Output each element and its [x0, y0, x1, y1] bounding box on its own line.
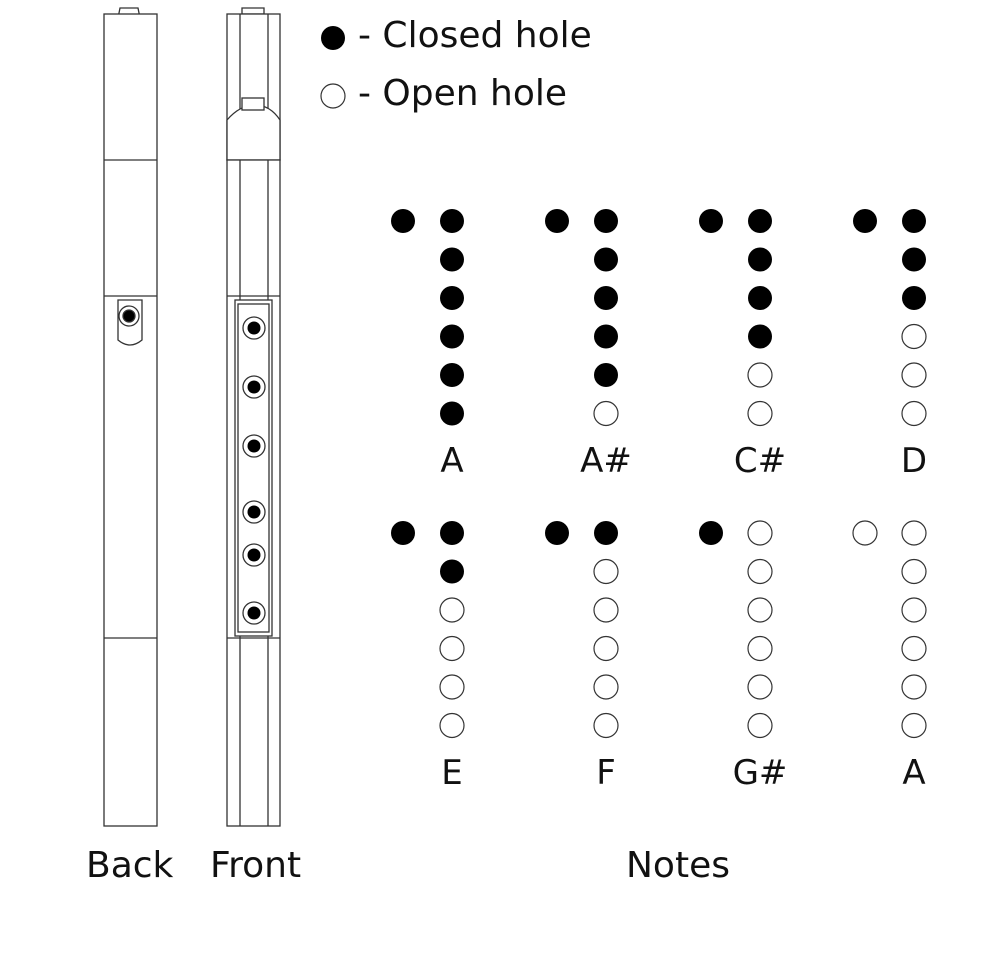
fingering-2: [545, 209, 619, 427]
finger-hole-4-open: [747, 635, 773, 662]
back-thumb-hole: [122, 309, 136, 323]
fingering-1: [391, 209, 464, 426]
finger-hole-3-open: [593, 597, 619, 623]
finger-hole-4-open: [901, 323, 927, 350]
finger-hole-3-open: [901, 597, 927, 623]
front-hole-1: [247, 321, 261, 335]
finger-hole-5-open: [593, 674, 619, 700]
legend-closed-label: - Closed hole: [358, 15, 592, 56]
thumb-hole-closed: [699, 521, 723, 545]
finger-hole-2-closed: [594, 247, 618, 272]
finger-hole-4-closed: [748, 324, 772, 349]
thumb-hole-open: [852, 520, 878, 546]
finger-hole-6-open: [747, 712, 773, 739]
finger-hole-6-open: [901, 712, 927, 739]
finger-hole-5-open: [901, 362, 927, 388]
front-hole-4: [247, 505, 261, 519]
front-hole-3: [247, 439, 261, 453]
finger-hole-3-open: [439, 597, 465, 623]
finger-hole-3-closed: [440, 286, 464, 310]
fingering-4: [853, 209, 927, 427]
finger-hole-1-open: [901, 520, 927, 546]
finger-hole-5-open: [747, 674, 773, 700]
front-label: Front: [210, 845, 302, 886]
finger-hole-1-closed: [440, 521, 464, 545]
fingering-6: [545, 521, 619, 739]
note-label: C#: [733, 441, 787, 481]
thumb-hole-closed: [391, 209, 415, 233]
finger-hole-6-closed: [440, 401, 464, 426]
instrument-drawings: [103, 7, 281, 827]
finger-hole-3-closed: [902, 286, 926, 310]
finger-hole-2-closed: [748, 247, 772, 272]
legend-symbols: [320, 26, 346, 109]
thumb-hole-closed: [699, 209, 723, 233]
finger-hole-3-open: [747, 597, 773, 623]
thumb-hole-closed: [545, 209, 569, 233]
finger-hole-5-closed: [594, 363, 618, 387]
finger-hole-3-closed: [594, 286, 618, 310]
open-hole-icon: [320, 83, 346, 109]
closed-hole-icon: [321, 26, 345, 50]
finger-hole-1-closed: [748, 209, 772, 233]
finger-hole-1-closed: [594, 209, 618, 233]
note-label: F: [596, 753, 616, 793]
finger-hole-5-open: [901, 674, 927, 700]
fingering-5: [391, 521, 465, 739]
finger-hole-6-open: [439, 712, 465, 739]
note-label: A#: [580, 441, 632, 481]
note-label: E: [441, 753, 463, 793]
note-label: D: [900, 441, 928, 481]
front-hole-5: [247, 548, 261, 562]
finger-hole-2-closed: [902, 247, 926, 272]
finger-hole-1-closed: [902, 209, 926, 233]
front-window: [241, 97, 265, 111]
note-label: A: [440, 441, 464, 481]
finger-hole-6-open: [901, 400, 927, 427]
note-label: G#: [732, 753, 788, 793]
finger-hole-6-open: [747, 400, 773, 427]
front-finger-holes: [242, 316, 266, 625]
back-tube: [103, 13, 158, 827]
finger-hole-1-closed: [594, 521, 618, 545]
finger-hole-5-open: [747, 362, 773, 388]
finger-hole-5-open: [439, 674, 465, 700]
finger-hole-1-open: [747, 520, 773, 546]
finger-hole-2-closed: [440, 559, 464, 584]
front-hole-6: [247, 606, 261, 620]
finger-hole-6-open: [593, 400, 619, 427]
front-hole-2: [247, 380, 261, 394]
finger-hole-1-closed: [440, 209, 464, 233]
finger-hole-4-closed: [440, 324, 464, 349]
back-label: Back: [86, 845, 174, 886]
fingering-7: [699, 520, 773, 739]
finger-hole-2-open: [747, 558, 773, 585]
finger-hole-4-closed: [594, 324, 618, 349]
finger-hole-2-open: [901, 558, 927, 585]
finger-hole-2-open: [593, 558, 619, 585]
fingering-8: [852, 520, 927, 739]
notes-title: Notes: [626, 845, 730, 886]
thumb-hole-closed: [391, 521, 415, 545]
note-label: A: [902, 753, 926, 793]
thumb-hole-closed: [545, 521, 569, 545]
finger-hole-3-closed: [748, 286, 772, 310]
finger-hole-2-closed: [440, 247, 464, 272]
finger-hole-4-open: [439, 635, 465, 662]
front-view: [226, 7, 281, 827]
finger-hole-6-open: [593, 712, 619, 739]
thumb-hole-closed: [853, 209, 877, 233]
front-hole-plate-inner: [237, 303, 270, 633]
legend-open-label: - Open hole: [358, 73, 568, 114]
finger-hole-4-open: [593, 635, 619, 662]
finger-hole-4-open: [901, 635, 927, 662]
finger-hole-5-closed: [440, 363, 464, 387]
fingering-3: [699, 209, 773, 427]
back-view: [103, 7, 158, 827]
